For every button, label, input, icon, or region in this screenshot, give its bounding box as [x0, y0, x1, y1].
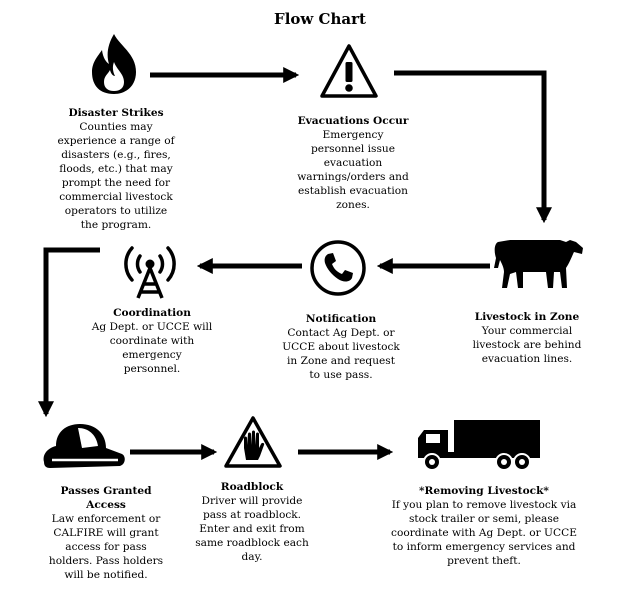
- cow-icon: [494, 240, 583, 288]
- node-description: If you plan to remove livestock via stoc…: [391, 499, 577, 567]
- node-heading: Roadblock: [220, 481, 284, 493]
- warning-icon: [320, 44, 378, 98]
- node-description: Law enforcement or CALFIRE will grant ac…: [48, 513, 164, 581]
- node-description: Ag Dept. or UCCE will coordinate with em…: [91, 321, 213, 375]
- node-description: Your commercial livestock are behind eva…: [472, 325, 582, 365]
- node-heading: Coordination: [113, 307, 191, 319]
- arrow-evacuations-to-livestock: [394, 70, 553, 224]
- node-coordination: Coordination Ag Dept. or UCCE will coord…: [84, 306, 220, 376]
- truck-icon: [418, 420, 540, 471]
- node-notification: Notification Contact Ag Dept. or UCCE ab…: [278, 312, 404, 382]
- fire-icon: [92, 34, 136, 94]
- firefighter-helmet-icon: [43, 424, 125, 468]
- node-heading: Evacuations Occur: [297, 115, 409, 127]
- node-description: Driver will provide pass at roadblock. E…: [195, 495, 309, 563]
- node-heading: Livestock in Zone: [474, 311, 580, 323]
- phone-icon: [310, 240, 366, 296]
- node-roadblock: Roadblock Driver will provide pass at ro…: [190, 480, 314, 564]
- stop-hand-icon: [224, 416, 282, 468]
- arrow-coordination-to-passes: [37, 247, 100, 418]
- node-heading: Passes Granted Access: [60, 485, 152, 511]
- node-evacuations-occur: Evacuations Occur Emergency personnel is…: [286, 114, 420, 212]
- page-title: Flow Chart: [274, 10, 366, 28]
- node-disaster-strikes: Disaster Strikes Counties may experience…: [52, 106, 180, 232]
- node-heading: Disaster Strikes: [68, 107, 164, 119]
- node-description: Emergency personnel issue evacuation war…: [297, 129, 409, 211]
- node-removing-livestock: *Removing Livestock* If you plan to remo…: [386, 484, 582, 568]
- node-passes-granted: Passes Granted Access Law enforcement or…: [44, 484, 168, 582]
- radio-tower-icon: [124, 246, 176, 299]
- node-heading: Notification: [305, 313, 377, 325]
- node-livestock-in-zone: Livestock in Zone Your commercial livest…: [462, 310, 592, 366]
- node-heading: *Removing Livestock*: [419, 485, 549, 497]
- node-description: Contact Ag Dept. or UCCE about livestock…: [282, 327, 400, 381]
- node-description: Counties may experience a range of disas…: [57, 121, 175, 231]
